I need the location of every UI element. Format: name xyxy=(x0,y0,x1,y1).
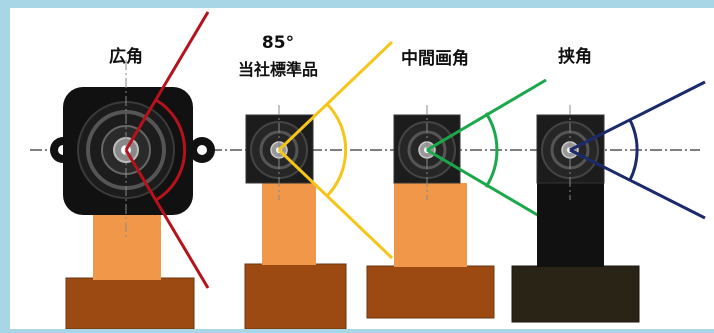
wide-angle-module xyxy=(50,11,215,330)
standard-product-label: 当社標準品 xyxy=(237,60,318,79)
narrow-angle-line-bottom xyxy=(569,148,706,220)
narrow-angle-arc xyxy=(628,119,639,181)
medium-pcb xyxy=(394,183,467,267)
narrow-base xyxy=(511,265,640,323)
wide-angle-line-bottom xyxy=(124,149,210,289)
wide-angle-label: 広角 xyxy=(109,47,143,67)
wide-angle-arc xyxy=(155,98,187,202)
standard-angle-line-top xyxy=(277,40,394,152)
standard-angle-arc xyxy=(325,102,348,198)
standard-base xyxy=(244,263,347,330)
wide-base xyxy=(65,277,195,330)
wide-pcb xyxy=(93,215,161,280)
standard-angle-line-bottom xyxy=(277,148,394,260)
wide-angle-line-top xyxy=(124,11,210,151)
standard-pcb xyxy=(262,183,316,265)
medium-base xyxy=(366,265,495,319)
narrow-angle-label: 挟角 xyxy=(558,47,592,67)
medium-angle-arc xyxy=(484,112,499,188)
standard-angle-value: 85° xyxy=(261,33,295,53)
narrow-angle-module xyxy=(511,80,706,323)
medium-angle-label: 中間画角 xyxy=(401,49,469,69)
narrow-angle-line-top xyxy=(569,80,706,152)
medium-angle-module xyxy=(366,78,547,319)
standard-module xyxy=(244,40,394,330)
